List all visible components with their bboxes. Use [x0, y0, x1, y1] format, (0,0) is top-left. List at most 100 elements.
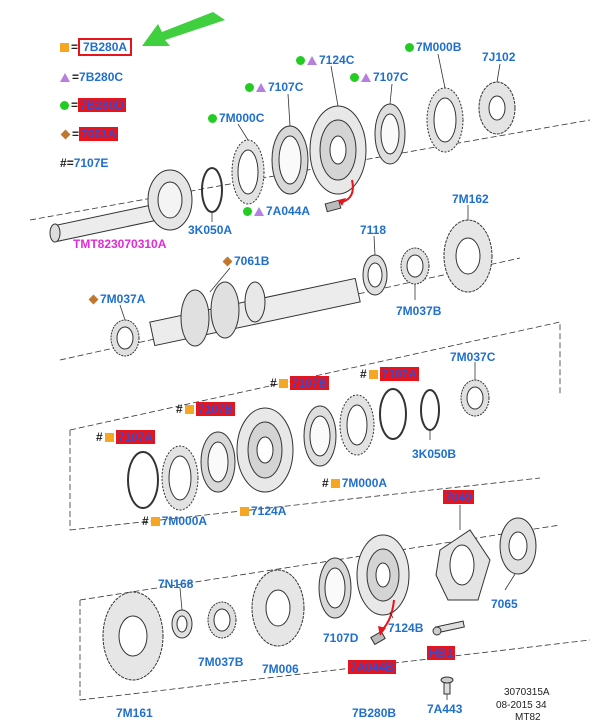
- gear-7j102: [478, 81, 516, 135]
- input-shaft: [49, 169, 193, 243]
- cone-7107d: [318, 557, 352, 619]
- diamond-marker-icon: [222, 256, 233, 267]
- label-7118: 7118: [360, 223, 386, 237]
- part-code: 7M037B: [396, 304, 442, 318]
- synchro-ring-7m000c: [231, 139, 265, 205]
- hash-marker-icon: #: [142, 514, 149, 528]
- cone-7107c-right: [374, 103, 406, 165]
- green-arrow-icon: [142, 12, 225, 46]
- part-code: 7124C: [319, 53, 355, 67]
- part-code: 7M000C: [219, 111, 265, 125]
- label-7m000b: 7M000B: [405, 40, 461, 54]
- part-code: 7J102: [482, 50, 516, 64]
- label-7n168: 7N168: [158, 577, 193, 591]
- label-7061b: 7061B: [222, 254, 269, 268]
- legend-item-hash: #=7107E: [60, 156, 108, 170]
- part-code: 7A443: [427, 702, 463, 716]
- label-7124c: 7124C: [296, 53, 354, 67]
- label-7124b: 7124B: [388, 621, 423, 635]
- hash-marker-icon: #: [322, 476, 329, 490]
- part-code: HB1: [427, 646, 456, 660]
- square-marker-icon: [184, 405, 194, 415]
- label-7m000c: 7M000C: [208, 111, 264, 125]
- footer-date: 08-2015 34: [496, 700, 547, 711]
- legend-code: 7B280C: [79, 70, 124, 84]
- circle-marker-icon: [245, 83, 254, 93]
- label-7m161: 7M161: [116, 706, 153, 720]
- label-7b280b: 7B280B: [352, 706, 396, 720]
- part-code: 7M037A: [100, 292, 146, 306]
- label-7049: 7049: [443, 490, 474, 504]
- hash-marker-icon: #: [60, 156, 67, 170]
- hash-marker-icon: #: [360, 367, 367, 381]
- part-code: 7061B: [234, 254, 270, 268]
- label-3k050a: 3K050A: [188, 223, 232, 237]
- synchro-ring-7m000b: [426, 87, 464, 153]
- part-code: 7A044A: [266, 204, 311, 218]
- gear-7m161: [102, 591, 164, 681]
- footer-model: MT82: [515, 712, 541, 723]
- synchronizer-hub-7124c: [309, 105, 367, 195]
- part-code: 7M006: [262, 662, 299, 676]
- square-marker-icon: [240, 507, 249, 517]
- triangle-marker-icon: [361, 73, 371, 83]
- legend-code: 7B280A: [78, 38, 133, 56]
- retainer-plate-7049: [435, 529, 491, 601]
- cone-7107b-left: [200, 431, 236, 493]
- legend-equals: =: [71, 98, 79, 112]
- triangle-marker-icon: [60, 73, 70, 83]
- part-code: 7049: [443, 490, 474, 504]
- legend-equals: =: [72, 127, 80, 141]
- synchro-ring-7m000a-left: [161, 445, 199, 511]
- label-7107a-top: #7107A: [360, 367, 420, 381]
- label-7107a-mid: #7107A: [96, 430, 156, 444]
- hash-marker-icon: #: [96, 430, 103, 444]
- circle-marker-icon: [243, 207, 252, 217]
- synchro-ring-7107a-left: [127, 451, 159, 509]
- circle-marker-icon: [296, 56, 305, 66]
- label-7m037b-upper: 7M037B: [396, 304, 441, 318]
- part-code: 7107B: [289, 376, 330, 390]
- part-code: 7107A: [379, 367, 420, 381]
- needle-bearing-7m037b-lower: [207, 601, 237, 639]
- part-code: 7M037C: [450, 350, 496, 364]
- synchronizer-hub-7124b: [356, 534, 410, 616]
- circle-marker-icon: [405, 43, 414, 53]
- key-7a044a: [324, 179, 354, 213]
- footer-ref-number: 3070315A: [504, 687, 550, 698]
- cone-7107c: [271, 125, 309, 195]
- hash-marker-icon: #: [270, 376, 277, 390]
- needle-bearing-7m037b: [400, 247, 430, 285]
- square-marker-icon: [104, 433, 114, 443]
- main-shaft-7061b: [149, 277, 361, 347]
- label-7065: 7065: [491, 597, 518, 611]
- square-marker-icon: [278, 379, 288, 389]
- legend-code: 7B280D: [78, 98, 127, 112]
- square-marker-icon: [330, 479, 340, 489]
- circle-marker-icon: [60, 101, 69, 111]
- legend-item-diamond: =7061A: [60, 127, 119, 141]
- part-code: 7065: [491, 597, 518, 611]
- part-code: 7M000B: [416, 40, 462, 54]
- part-code: 3K050B: [412, 447, 457, 461]
- legend-item-square: =7B280A: [60, 38, 133, 56]
- legend-equals: =: [66, 156, 74, 170]
- part-code: 7A044B: [348, 660, 397, 674]
- label-7107c-left: 7107C: [245, 80, 303, 94]
- key-7a044b: [370, 599, 395, 646]
- triangle-marker-icon: [256, 83, 266, 93]
- gear-7m006: [251, 569, 305, 647]
- label-7107b-mid: #7107B: [176, 402, 236, 416]
- cone-7107b-right: [303, 405, 337, 467]
- synchro-ring-7m000a-right: [339, 394, 375, 456]
- leader-lines: [119, 53, 516, 700]
- bolt-hb1: [432, 620, 465, 636]
- label-7124a: 7124A: [240, 504, 286, 518]
- needle-bearing-7m037a: [110, 319, 140, 357]
- synchronizer-hub-7124a: [236, 407, 294, 493]
- label-hb1: HB1: [427, 646, 456, 660]
- label-tmt-part: TMT823070310A: [73, 237, 166, 251]
- synchro-ring-7107a-right: [379, 388, 407, 440]
- label-7107c-right: 7107C: [350, 70, 408, 84]
- part-code: 3K050A: [188, 223, 233, 237]
